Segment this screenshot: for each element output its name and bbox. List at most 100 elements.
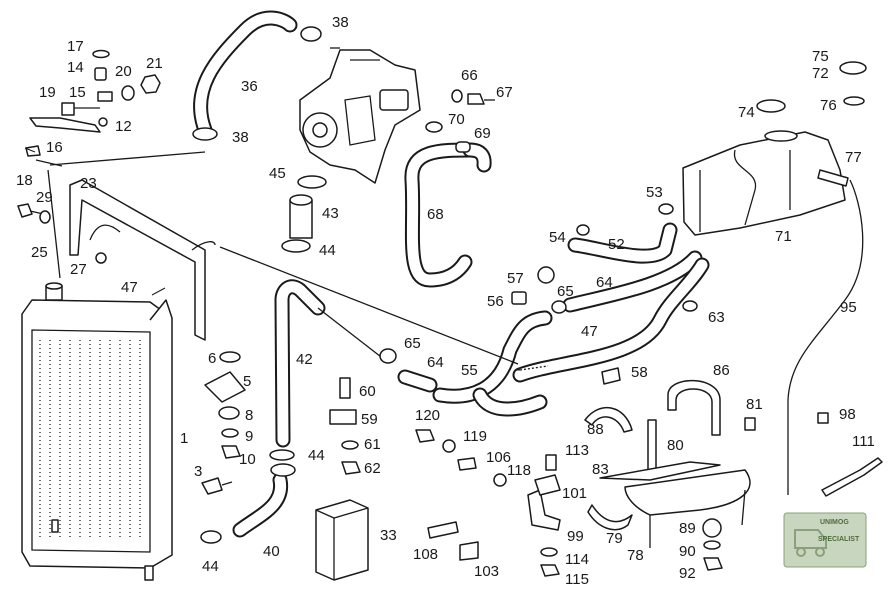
label-88: 88 xyxy=(587,421,604,438)
label-40: 40 xyxy=(263,543,280,560)
label-53: 53 xyxy=(646,184,663,201)
label-111: 111 xyxy=(852,433,875,450)
label-103: 103 xyxy=(474,563,499,580)
parts-119-120 xyxy=(415,429,456,453)
label-33: 33 xyxy=(380,527,397,544)
shroud-bracket xyxy=(69,179,206,341)
label-78: 78 xyxy=(627,547,644,564)
label-9: 9 xyxy=(245,428,253,445)
watermark-logo: UNIMOG SPECIALIST xyxy=(783,512,867,568)
tray-78-83 xyxy=(599,461,751,548)
label-52: 52 xyxy=(608,236,625,253)
label-20: 20 xyxy=(115,63,132,80)
label-57: 57 xyxy=(507,270,524,287)
watermark-line1: UNIMOG xyxy=(820,519,849,526)
watermark-line2: SPECIALIST xyxy=(818,536,860,543)
hose-95 xyxy=(787,179,864,495)
label-90: 90 xyxy=(679,543,696,560)
label-65-upper: 65 xyxy=(557,283,574,300)
strap-80 xyxy=(647,419,657,471)
label-1: 1 xyxy=(180,430,188,447)
label-3: 3 xyxy=(194,463,202,480)
label-119: 119 xyxy=(463,428,487,445)
bracket-86 xyxy=(667,379,721,436)
label-64-lower: 64 xyxy=(427,354,444,371)
mount-parts-5-10 xyxy=(204,351,246,459)
radiator xyxy=(21,282,173,581)
label-60: 60 xyxy=(359,383,376,400)
expansion-tank xyxy=(682,61,867,236)
label-101: 101 xyxy=(562,485,587,502)
label-36: 36 xyxy=(241,78,258,95)
label-27: 27 xyxy=(70,261,87,278)
hose-68 xyxy=(404,142,492,288)
label-44-thermostat: 44 xyxy=(319,242,336,259)
label-83: 83 xyxy=(592,461,609,478)
label-47-right: 47 xyxy=(581,323,598,340)
label-5: 5 xyxy=(243,373,251,390)
cable-tie-111 xyxy=(821,457,883,497)
label-75: 75 xyxy=(812,48,829,65)
callout-labels: 1 3 5 6 8 9 10 12 14 15 16 17 18 19 20 2… xyxy=(16,14,875,588)
label-69: 69 xyxy=(474,125,491,142)
label-38-left: 38 xyxy=(232,129,249,146)
label-42: 42 xyxy=(296,351,313,368)
label-63: 63 xyxy=(708,309,725,326)
bracket-88 xyxy=(584,406,633,433)
parts-59-62 xyxy=(329,377,361,475)
label-14: 14 xyxy=(67,59,84,76)
label-74: 74 xyxy=(738,104,755,121)
label-67: 67 xyxy=(496,84,513,101)
label-114: 114 xyxy=(565,551,589,568)
clamp-44 xyxy=(200,530,222,544)
label-92: 92 xyxy=(679,565,696,582)
parts-56-57-65 xyxy=(511,203,698,314)
label-25: 25 xyxy=(31,244,48,261)
label-21: 21 xyxy=(146,55,163,72)
hose-43 xyxy=(281,175,327,253)
label-54: 54 xyxy=(549,229,566,246)
label-80: 80 xyxy=(667,437,684,454)
label-10: 10 xyxy=(239,451,256,468)
parts-99-118 xyxy=(427,454,561,577)
label-17: 17 xyxy=(67,38,84,55)
label-8: 8 xyxy=(245,407,253,424)
label-18: 18 xyxy=(16,172,33,189)
label-6: 6 xyxy=(208,350,216,367)
label-70: 70 xyxy=(448,111,465,128)
strap-79 xyxy=(587,504,633,531)
parts-65-64-mid xyxy=(379,348,397,364)
drain-3 xyxy=(201,477,233,495)
parts-58-81-98 xyxy=(601,367,829,431)
hose-40 xyxy=(232,449,296,538)
label-62: 62 xyxy=(364,460,381,477)
label-65-lower: 65 xyxy=(404,335,421,352)
label-59: 59 xyxy=(361,411,378,428)
label-95: 95 xyxy=(840,299,857,316)
label-72: 72 xyxy=(812,65,829,82)
label-29: 29 xyxy=(36,189,53,206)
label-99: 99 xyxy=(567,528,584,545)
hose-64 xyxy=(562,250,703,313)
water-pump-housing xyxy=(299,47,421,184)
label-64-upper: 64 xyxy=(596,274,613,291)
label-43: 43 xyxy=(322,205,339,222)
label-23: 23 xyxy=(80,175,97,192)
label-45: 45 xyxy=(269,165,286,182)
parts-89-92 xyxy=(702,518,723,571)
label-108: 108 xyxy=(413,546,438,563)
leader-lines xyxy=(24,147,520,371)
label-56: 56 xyxy=(487,293,504,310)
label-44-bottom: 44 xyxy=(202,558,219,575)
label-76: 76 xyxy=(820,97,837,114)
hose-36 xyxy=(192,10,322,141)
label-61: 61 xyxy=(364,436,381,453)
label-58: 58 xyxy=(631,364,648,381)
label-86: 86 xyxy=(713,362,730,379)
label-118: 118 xyxy=(507,462,531,479)
label-47-left: 47 xyxy=(121,279,138,296)
label-81: 81 xyxy=(746,396,763,413)
label-106: 106 xyxy=(486,449,511,466)
label-16: 16 xyxy=(46,139,63,156)
